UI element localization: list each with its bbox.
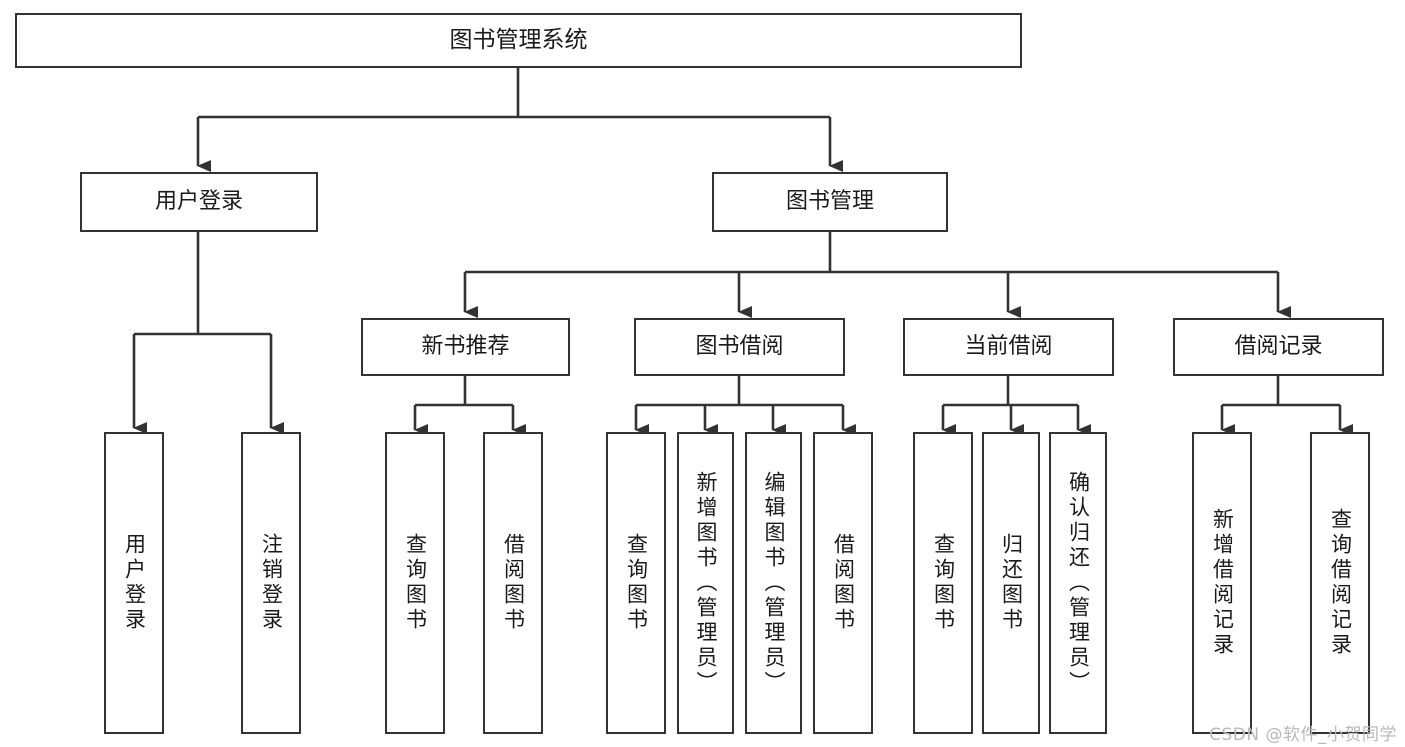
leaf-logout[interactable]: 注销登录 <box>241 432 301 734</box>
leaf-borrow-book-borrowing[interactable]: 借阅图书 <box>813 432 873 734</box>
node-user-login[interactable]: 用户登录 <box>80 172 318 232</box>
node-label: 新书推荐 <box>421 334 510 360</box>
node-new-book-recommendation[interactable]: 新书推荐 <box>361 318 570 376</box>
node-label: 查询图书 <box>931 533 956 633</box>
leaf-query-book-borrowing[interactable]: 查询图书 <box>606 432 666 734</box>
node-label: 当前借阅 <box>964 334 1053 360</box>
node-label: 借阅图书 <box>831 533 856 633</box>
node-current-borrowing[interactable]: 当前借阅 <box>903 318 1114 376</box>
node-label: 查询图书 <box>624 533 649 633</box>
leaf-query-book-recommend[interactable]: 查询图书 <box>385 432 445 734</box>
node-label: 查询借阅记录 <box>1328 508 1353 658</box>
node-label: 注销登录 <box>259 533 284 633</box>
node-label: 查询图书 <box>403 533 428 633</box>
node-root-book-management-system[interactable]: 图书管理系统 <box>15 13 1022 68</box>
leaf-edit-book-admin[interactable]: 编辑图书（管理员） <box>745 432 802 734</box>
node-label: 借阅图书 <box>501 533 526 633</box>
leaf-user-login[interactable]: 用户登录 <box>104 432 164 734</box>
node-label: 用户登录 <box>122 533 147 633</box>
leaf-add-borrow-record[interactable]: 新增借阅记录 <box>1192 432 1252 734</box>
node-label: 图书管理 <box>785 189 874 215</box>
node-label: 新增借阅记录 <box>1210 508 1235 658</box>
node-label: 用户登录 <box>154 189 243 215</box>
node-label: 图书管理系统 <box>449 26 588 53</box>
leaf-return-book[interactable]: 归还图书 <box>982 432 1040 734</box>
node-book-borrowing[interactable]: 图书借阅 <box>634 318 845 376</box>
node-label: 新增图书（管理员） <box>694 470 718 696</box>
node-label: 借阅记录 <box>1234 334 1323 360</box>
leaf-query-book-current[interactable]: 查询图书 <box>913 432 973 734</box>
leaf-query-borrow-record[interactable]: 查询借阅记录 <box>1310 432 1370 734</box>
node-label: 图书借阅 <box>695 334 784 360</box>
leaf-borrow-book-recommend[interactable]: 借阅图书 <box>483 432 543 734</box>
node-label: 归还图书 <box>999 533 1024 633</box>
node-book-management[interactable]: 图书管理 <box>712 172 948 232</box>
node-borrowing-record[interactable]: 借阅记录 <box>1173 318 1384 376</box>
node-label: 确认归还（管理员） <box>1066 470 1091 696</box>
node-label: 编辑图书（管理员） <box>762 470 786 696</box>
leaf-add-book-admin[interactable]: 新增图书（管理员） <box>677 432 734 734</box>
leaf-confirm-return-admin[interactable]: 确认归还（管理员） <box>1049 432 1107 734</box>
